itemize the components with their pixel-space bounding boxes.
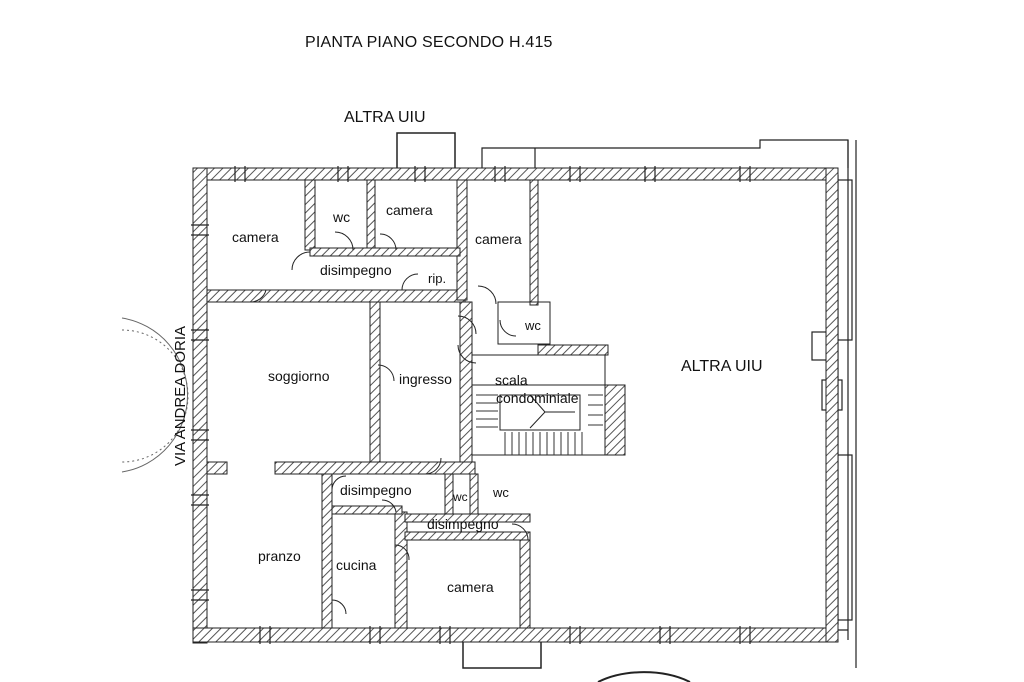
label-cucina: cucina (336, 557, 377, 573)
label-altra-uiu-top: ALTRA UIU (344, 109, 426, 126)
label-camera-top-left: camera (232, 229, 279, 245)
door-swings (249, 231, 529, 615)
label-disimpegno-top: disimpegno (320, 262, 392, 278)
label-scala: scala (495, 372, 528, 388)
label-camera-bottom: camera (447, 579, 494, 595)
label-disimpegno-bottom: disimpegno (427, 516, 499, 532)
label-camera-top-mid: camera (386, 202, 433, 218)
label-ingresso: ingresso (399, 371, 452, 387)
label-wc-small: wc (452, 490, 468, 504)
label-camera-top-right: camera (475, 231, 522, 247)
label-wc-bottom: wc (492, 485, 509, 500)
label-disimpegno-mid: disimpegno (340, 482, 412, 498)
label-altra-uiu-right: ALTRA UIU (681, 358, 763, 375)
page-title: PIANTA PIANO SECONDO H.415 (305, 34, 553, 51)
window-marks (191, 166, 751, 644)
label-wc-stair: wc (524, 318, 541, 333)
label-wc-top: wc (332, 209, 350, 225)
label-street: VIA ANDREA DORIA (172, 326, 189, 466)
label-condominiale: condominiale (496, 390, 579, 406)
street-arc (121, 317, 189, 473)
top-protrusion (396, 132, 456, 170)
label-rip: rip. (428, 271, 446, 286)
label-pranzo: pranzo (258, 548, 301, 564)
walls (192, 167, 839, 644)
staircase (471, 301, 606, 456)
bottom-arc (597, 671, 691, 682)
label-soggiorno: soggiorno (268, 368, 330, 384)
